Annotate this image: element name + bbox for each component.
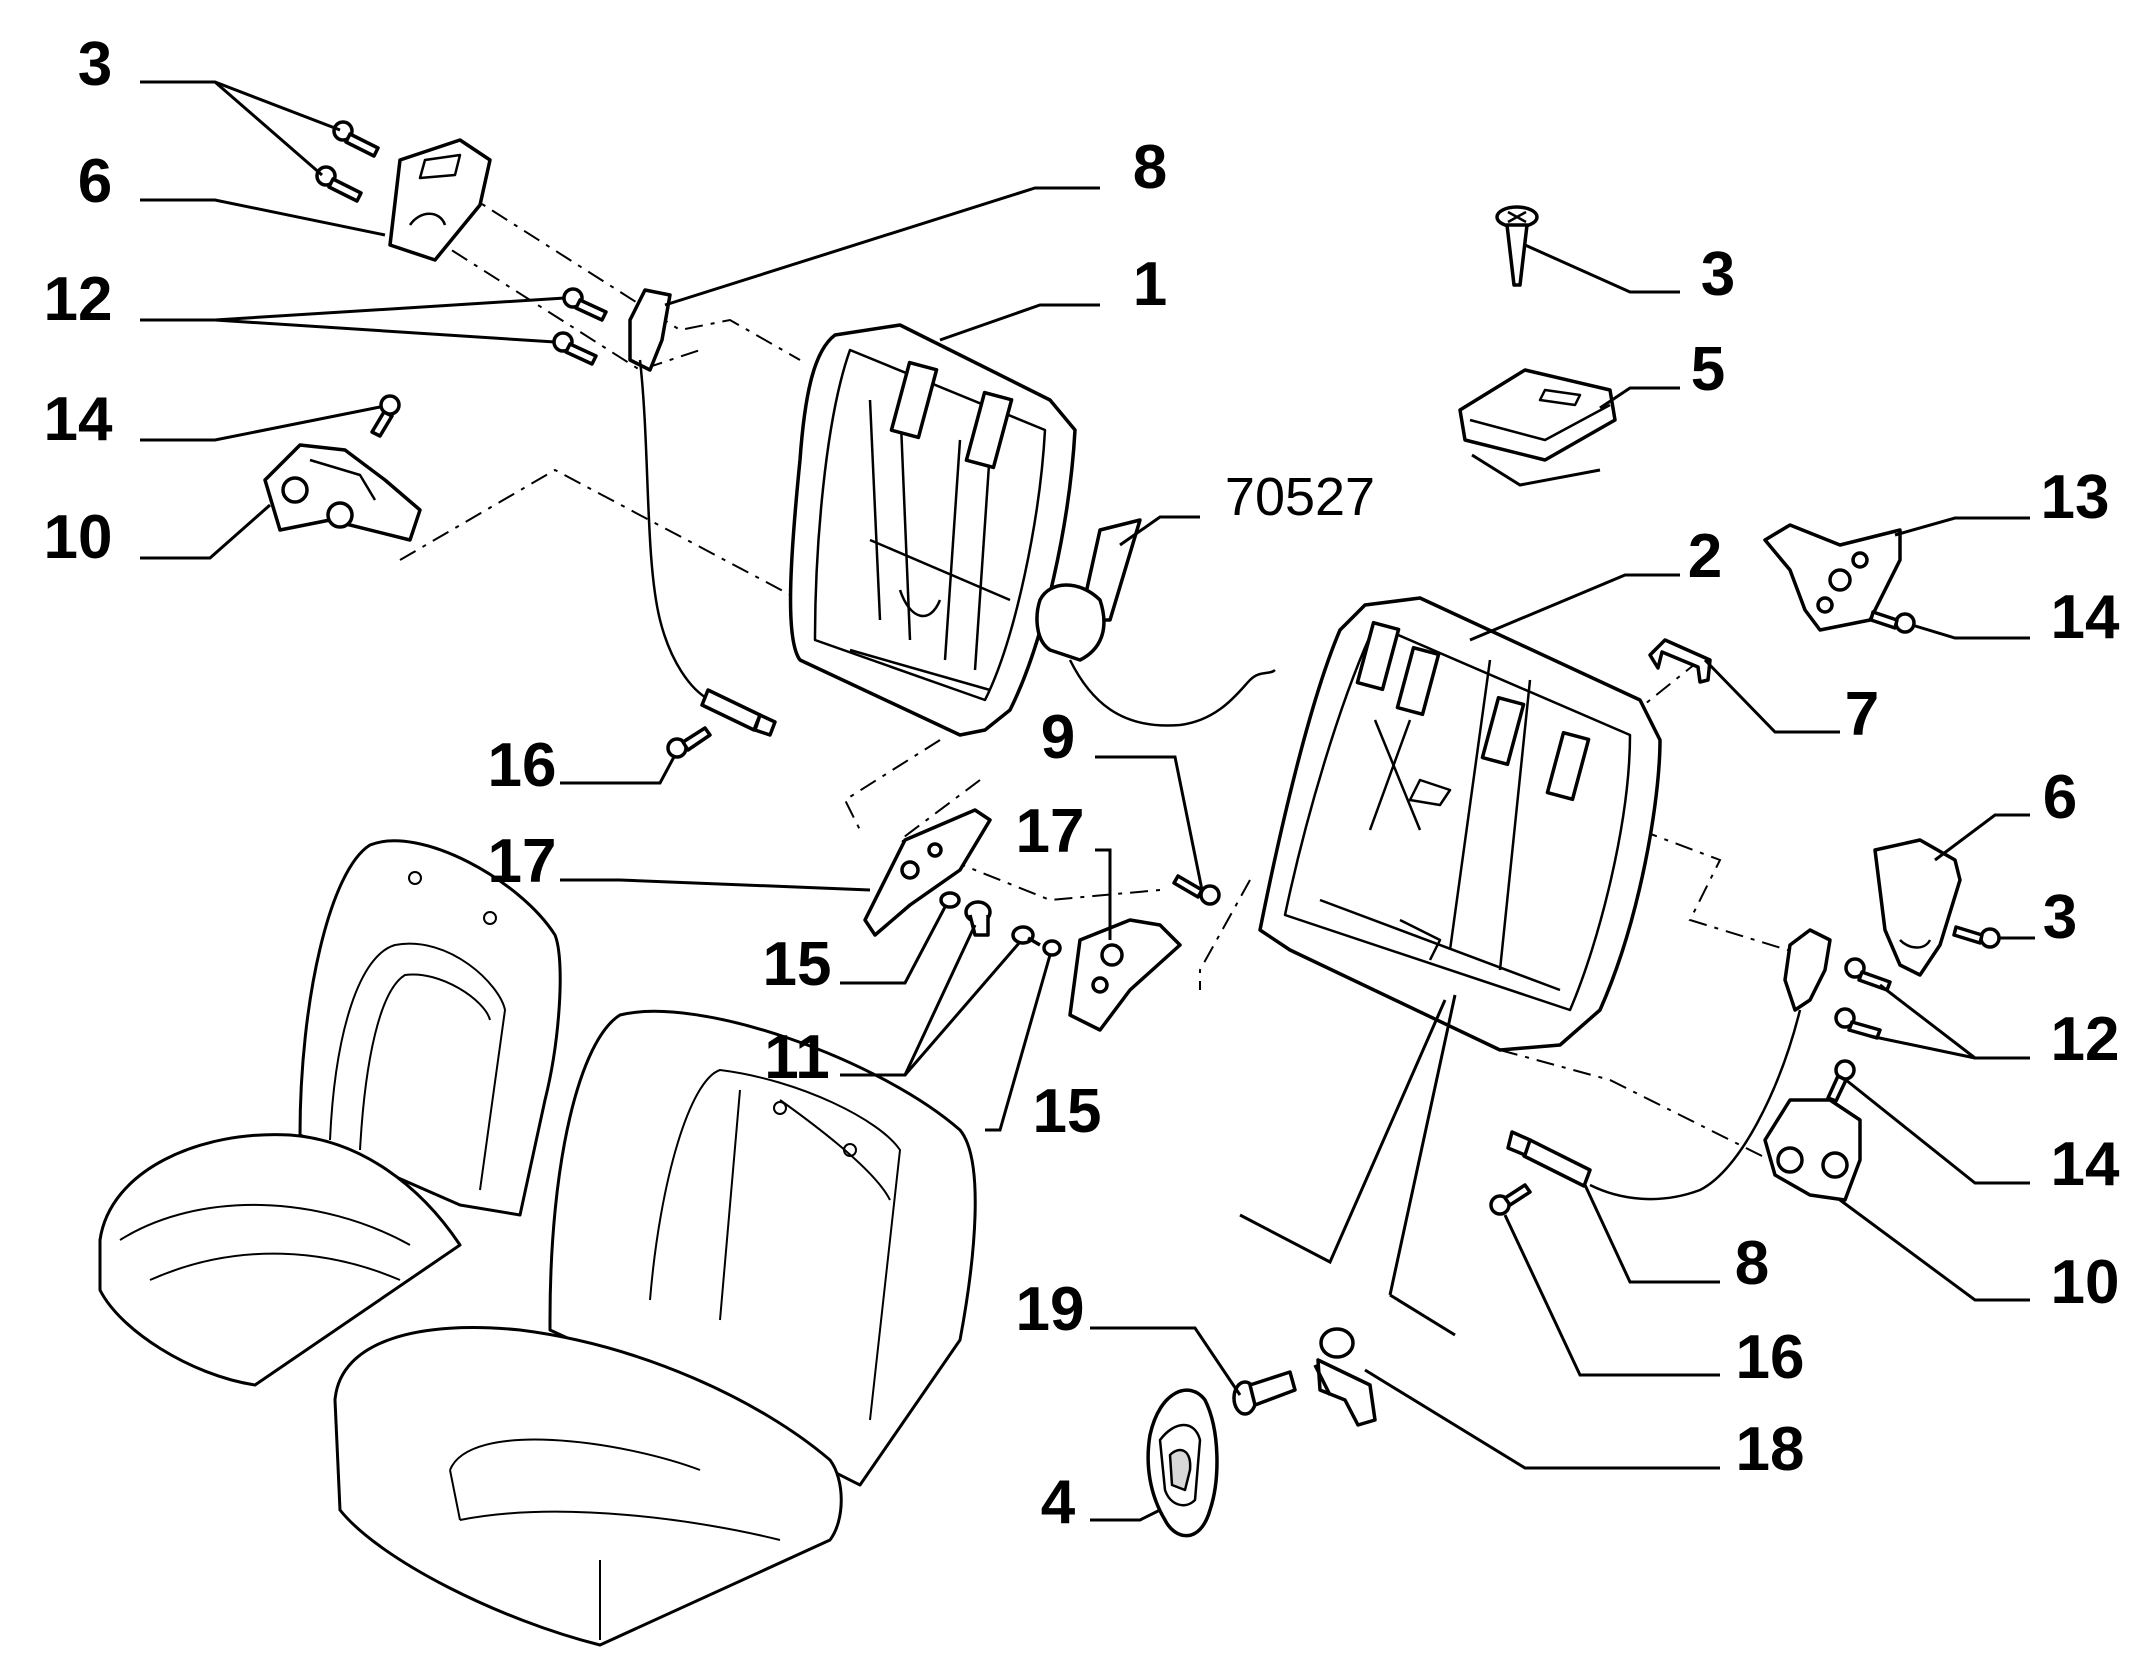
callout-17-mid: 17 xyxy=(1016,797,1085,866)
callout-2: 2 xyxy=(1688,522,1722,591)
screw-icon xyxy=(1172,874,1221,906)
screw-icon xyxy=(1495,205,1539,287)
screw-icon xyxy=(1489,1183,1532,1216)
seat-belt-buckle xyxy=(1035,518,1276,727)
callout-8-top: 8 xyxy=(1133,133,1167,202)
screw-icon xyxy=(1844,957,1892,992)
screw-icon xyxy=(370,394,401,438)
callout-9: 9 xyxy=(1041,703,1075,772)
bushing-icon xyxy=(964,900,992,937)
hinge-bracket-right xyxy=(1763,1098,1862,1202)
screw-icon xyxy=(332,120,380,158)
hardware-parts xyxy=(263,120,2001,1538)
callout-10-right: 10 xyxy=(2051,1248,2120,1317)
callout-5: 5 xyxy=(1691,335,1725,404)
hinge-bracket-left xyxy=(263,443,422,542)
callout-14-right: 14 xyxy=(2051,1130,2120,1199)
washer-icon xyxy=(1042,939,1062,957)
right-backrest-frame xyxy=(1258,596,1662,1052)
screw-icon xyxy=(552,331,598,366)
left-backrest-frame xyxy=(788,323,1077,737)
callout-6-right: 6 xyxy=(2043,763,2077,832)
screw-icon xyxy=(315,165,363,203)
callout-18: 18 xyxy=(1736,1415,1805,1484)
lock-striker xyxy=(1313,1327,1377,1427)
callout-15-mid: 15 xyxy=(1033,1077,1102,1146)
callout-14-left: 14 xyxy=(44,385,113,454)
rear-seat-upholstery xyxy=(98,839,977,1647)
washer-icon xyxy=(939,891,961,909)
mounting-plate xyxy=(1763,523,1902,632)
callout-7: 7 xyxy=(1845,680,1879,749)
screw-icon xyxy=(1952,925,2001,949)
callout-labels: 3 6 12 14 10 8 1 3 5 2 13 14 7 6 3 12 14… xyxy=(44,30,2120,1537)
callout-8-bottom: 8 xyxy=(1735,1229,1769,1298)
screw-icon xyxy=(562,287,608,322)
callout-3-right: 3 xyxy=(2043,883,2077,952)
hinge-cover-left xyxy=(388,138,492,262)
callout-19: 19 xyxy=(1016,1275,1085,1344)
callout-17-left: 17 xyxy=(488,827,557,896)
callout-12-left: 12 xyxy=(44,265,113,334)
screw-icon xyxy=(666,726,712,759)
callout-12-right: 12 xyxy=(2051,1005,2120,1074)
callout-1: 1 xyxy=(1133,250,1167,319)
callout-3-top: 3 xyxy=(1701,240,1735,309)
center-cover xyxy=(1458,368,1617,487)
bushing-icon xyxy=(1011,925,1041,947)
clip-icon xyxy=(1648,638,1712,684)
callout-4: 4 xyxy=(1041,1468,1076,1537)
reference-code: 70527 xyxy=(1225,467,1375,527)
callout-16-left: 16 xyxy=(488,731,557,800)
callout-16-right: 16 xyxy=(1736,1323,1805,1392)
pivot-bracket-right xyxy=(1068,918,1182,1032)
callout-10-left: 10 xyxy=(44,503,113,572)
release-lever-right xyxy=(1506,928,1832,1201)
callout-13: 13 xyxy=(2041,463,2110,532)
screw-icon xyxy=(1869,610,1916,634)
screw-icon xyxy=(1834,1007,1882,1040)
callout-3-topleft: 3 xyxy=(78,30,112,99)
release-lever-left xyxy=(628,288,777,737)
bolt-icon xyxy=(1232,1370,1297,1416)
hinge-cover-right xyxy=(1873,838,1962,977)
pivot-bracket-left xyxy=(863,808,992,937)
callout-11: 11 xyxy=(764,1023,830,1092)
callout-15-left: 15 xyxy=(763,930,832,999)
screw-icon xyxy=(1826,1059,1856,1103)
release-handle xyxy=(1146,1388,1219,1538)
callout-6-left: 6 xyxy=(78,147,112,216)
callout-14-right-top: 14 xyxy=(2051,583,2120,652)
leader-lines xyxy=(140,80,2035,1522)
